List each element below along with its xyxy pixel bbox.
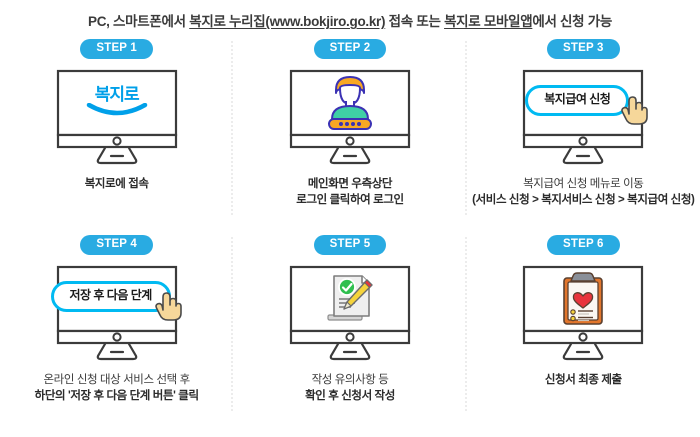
- header-prefix: PC, 스마트폰에서: [88, 14, 190, 29]
- caption-line: (서비스 신청 > 복지서비스 신청 > 복지급여 신청): [472, 194, 695, 207]
- step-caption-5: 작성 유의사항 등 확인 후 신청서 작성: [301, 372, 399, 405]
- step-card-1: STEP 1 복지로 복지로에 접속: [0, 37, 234, 233]
- monitor-illustration-6: [519, 264, 647, 362]
- step-card-4: STEP 4 저장 후 다음 단계 온라인 신청 대상 서비스 선택 후 하단의…: [0, 233, 234, 429]
- header-link-website: 복지로 누리집(www.bokjiro.go.kr): [189, 14, 386, 29]
- monitor-icon: [56, 69, 177, 164]
- step-caption-3: 복지급여 신청 메뉴로 이동 (서비스 신청 > 복지서비스 신청 > 복지급여…: [468, 176, 698, 209]
- clipboard-heart-icon: [563, 272, 604, 325]
- step-caption-4: 온라인 신청 대상 서비스 선택 후 하단의 '저장 후 다음 단계 버튼' 클…: [31, 372, 203, 405]
- page-header: PC, 스마트폰에서 복지로 누리집(www.bokjiro.go.kr) 접속…: [0, 0, 700, 31]
- step-card-6: STEP 6: [467, 233, 700, 429]
- step-caption-1: 복지로에 접속: [81, 176, 153, 193]
- step-badge-2: STEP 2: [313, 38, 387, 59]
- step-badge-4: STEP 4: [80, 234, 153, 255]
- caption-line: 하단의 '저장 후 다음 단계 버튼' 클릭: [34, 390, 199, 403]
- document-pencil-icon: [327, 274, 373, 321]
- screen-content-1: 복지로: [59, 72, 175, 134]
- caption-line: 작성 유의사항 등: [311, 373, 389, 386]
- caption-line: 로그인 클릭하여 로그인: [296, 194, 404, 207]
- screen-content-5: [292, 268, 408, 330]
- step-card-5: STEP 5: [233, 233, 467, 429]
- monitor-illustration-5: [286, 264, 414, 362]
- step-card-2: STEP 2: [233, 37, 467, 233]
- step-badge-6: STEP 6: [547, 234, 620, 255]
- header-suffix: 에서 신청 가능: [532, 14, 612, 29]
- steps-grid: STEP 1 복지로 복지로에 접속 STEP: [0, 37, 700, 429]
- step-badge-1: STEP 1: [80, 38, 153, 59]
- step-card-3: STEP 3 복지급여 신청 복지급여 신청 메뉴로 이동 (서비스 신청 > …: [467, 37, 700, 233]
- screen-action-button-wrap-4: 저장 후 다음 단계: [37, 280, 185, 321]
- save-and-next-step-button[interactable]: 저장 후 다음 단계: [50, 280, 171, 312]
- caption-line: 복지로에 접속: [84, 177, 149, 190]
- step-caption-6: 신청서 최종 제출: [541, 372, 626, 389]
- monitor-illustration-2: [286, 68, 414, 166]
- screen-content-6: [525, 268, 641, 330]
- header-mid: 접속 또는: [385, 14, 445, 29]
- bokjiro-logo: 복지로: [86, 86, 148, 119]
- caption-line: 복지급여 신청 메뉴로 이동: [523, 177, 644, 190]
- smile-curve-icon: [86, 103, 147, 116]
- pointer-hand-icon: [621, 95, 649, 125]
- welfare-benefit-apply-button[interactable]: 복지급여 신청: [525, 84, 630, 116]
- login-avatar-icon: [327, 75, 372, 130]
- header-link-mobileapp: 복지로 모바일앱: [444, 14, 533, 29]
- monitor-illustration-3: 복지급여 신청: [519, 68, 649, 166]
- caption-line: 메인화면 우측상단: [307, 177, 393, 190]
- pointer-hand-icon: [154, 291, 182, 321]
- monitor-illustration-1: 복지로: [53, 68, 181, 166]
- caption-line: 온라인 신청 대상 서비스 선택 후: [43, 373, 190, 386]
- screen-action-button-wrap-3: 복지급여 신청: [503, 84, 651, 125]
- step-badge-3: STEP 3: [547, 38, 620, 59]
- page-title: PC, 스마트폰에서 복지로 누리집(www.bokjiro.go.kr) 접속…: [0, 13, 700, 31]
- bokjiro-logo-text: 복지로: [94, 85, 140, 105]
- screen-content-2: [292, 72, 408, 134]
- monitor-illustration-4: 저장 후 다음 단계: [50, 264, 182, 362]
- step-caption-2: 메인화면 우측상단 로그인 클릭하여 로그인: [292, 176, 407, 209]
- step-badge-5: STEP 5: [313, 234, 387, 255]
- caption-line: 신청서 최종 제출: [544, 373, 622, 386]
- caption-line: 확인 후 신청서 작성: [305, 390, 395, 403]
